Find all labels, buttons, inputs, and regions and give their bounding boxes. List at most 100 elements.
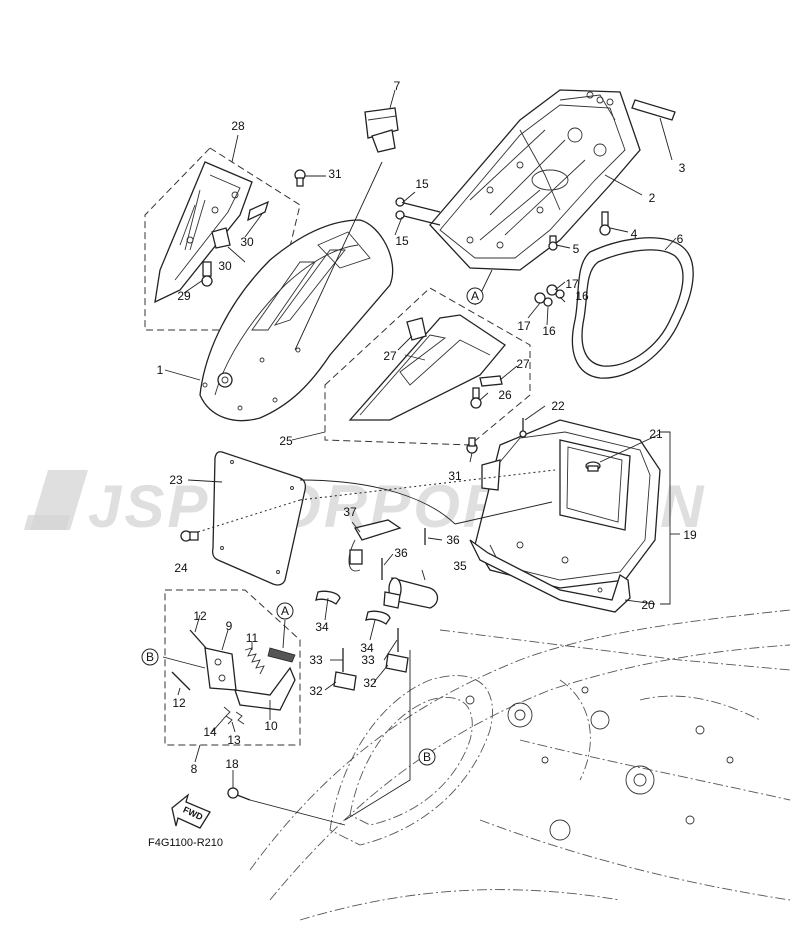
part-31-screw-upper [294, 169, 306, 187]
callout-19: 19 [683, 528, 697, 542]
callout-25: 25 [279, 434, 293, 448]
callout-27-lower: 27 [516, 357, 530, 371]
part-24-screw [180, 530, 199, 542]
callout-35: 35 [453, 559, 467, 573]
part-11-spring [244, 647, 265, 675]
watermark-logo-icon [24, 470, 88, 530]
callout-16-lower: 16 [542, 324, 556, 338]
callout-30-lower: 30 [218, 259, 232, 273]
part-3-trim-strip [631, 99, 676, 121]
callout-15-lower: 15 [395, 234, 409, 248]
part-25-side-panel [348, 314, 506, 421]
ref-B-left: B [141, 648, 159, 666]
svg-text:B: B [146, 650, 154, 664]
ref-A-upper: A [466, 287, 484, 305]
part-5-bolt [548, 235, 558, 251]
part-18-bolt [227, 787, 251, 801]
fwd-arrow-icon: FWD [171, 793, 211, 829]
part-22-rivet [519, 418, 527, 438]
callout-3: 3 [679, 161, 686, 175]
svg-text:A: A [281, 604, 289, 618]
part-36-pins [381, 528, 426, 580]
part-20-bin-gasket [469, 539, 631, 613]
callout-18: 18 [225, 757, 239, 771]
callout-10: 10 [264, 719, 278, 733]
svg-text:A: A [471, 289, 479, 303]
callout-7: 7 [394, 79, 401, 93]
hull-outline [249, 609, 791, 921]
part-28-deflector [154, 161, 253, 304]
svg-text:B: B [423, 750, 431, 764]
part-4-bolt [599, 211, 611, 236]
part-10-latch-lever [234, 666, 296, 711]
callout-12-lower: 12 [172, 696, 186, 710]
part-a-handle [267, 647, 296, 663]
part-23-lid-panel [212, 451, 306, 586]
callout-21: 21 [649, 427, 663, 441]
figure-code: F4G1100-R210 [148, 837, 223, 849]
part-29-screw [201, 261, 213, 287]
callout-17-upper: 17 [565, 277, 579, 291]
callout-5: 5 [573, 242, 580, 256]
part-16-17-nuts [534, 284, 565, 307]
callout-1: 1 [157, 363, 164, 377]
part-2-deck-frame [429, 89, 641, 271]
callout-8: 8 [191, 762, 198, 776]
part-15-bolts [395, 197, 441, 226]
callout-32-left: 32 [309, 684, 323, 698]
part-19-storage-bin [474, 419, 661, 593]
part-32-brackets [333, 653, 409, 691]
part-31-screw-lower [466, 437, 478, 454]
part-35-damper [383, 577, 439, 609]
callout-24: 24 [174, 561, 188, 575]
callout-17-lower: 17 [517, 319, 531, 333]
group-outline-28 [144, 147, 301, 331]
callout-31-lower: 31 [448, 469, 462, 483]
part-13-14-springs [223, 706, 245, 725]
part-6-gasket [571, 237, 694, 379]
callout-14: 14 [203, 725, 217, 739]
part-34-pad-left [315, 590, 341, 605]
part-9-latch-plate [204, 647, 237, 691]
callout-32-right: 32 [363, 676, 377, 690]
callout-31-upper: 31 [328, 167, 342, 181]
part-27-pad-upper [406, 317, 427, 341]
group-outline-25 [324, 287, 531, 446]
group-outline-8 [164, 589, 301, 746]
callout-33-right: 33 [361, 653, 375, 667]
leader-lines [162, 89, 680, 826]
callout-36-left: 36 [394, 546, 408, 560]
callout-11: 11 [246, 631, 259, 645]
callout-9: 9 [226, 619, 233, 633]
callout-33-left: 33 [309, 653, 323, 667]
callout-36-right: 36 [446, 533, 460, 547]
callout-23: 23 [169, 473, 183, 487]
callout-20: 20 [641, 598, 655, 612]
callout-4: 4 [631, 227, 638, 241]
callout-30-upper: 30 [240, 235, 254, 249]
callout-22: 22 [551, 399, 565, 413]
callout-16-upper: 16 [575, 289, 589, 303]
part-7-bracket [364, 107, 399, 153]
part-30-pad-lower [211, 227, 231, 249]
callout-34-left: 34 [315, 620, 329, 634]
callout-12-upper: 12 [193, 609, 207, 623]
callout-37: 37 [343, 505, 357, 519]
callout-29: 29 [177, 289, 191, 303]
part-12-pins [171, 629, 207, 691]
part-34-pad-right [365, 610, 391, 625]
callout-34-right: 34 [360, 641, 374, 655]
callout-26: 26 [498, 388, 512, 402]
callout-2: 2 [649, 191, 656, 205]
part-26-screw [470, 387, 482, 409]
callout-labels: 7 28 31 30 30 29 1 15 15 3 2 4 6 5 17 16… [157, 79, 697, 776]
callout-27-upper: 27 [383, 349, 397, 363]
part-27-pad-lower [479, 375, 503, 387]
callout-28: 28 [231, 119, 245, 133]
callout-6: 6 [677, 232, 684, 246]
callout-15-upper: 15 [415, 177, 429, 191]
part-30-pad-upper [247, 200, 270, 222]
part-37-lever-cable [348, 519, 402, 572]
part-21-cap [585, 461, 601, 472]
